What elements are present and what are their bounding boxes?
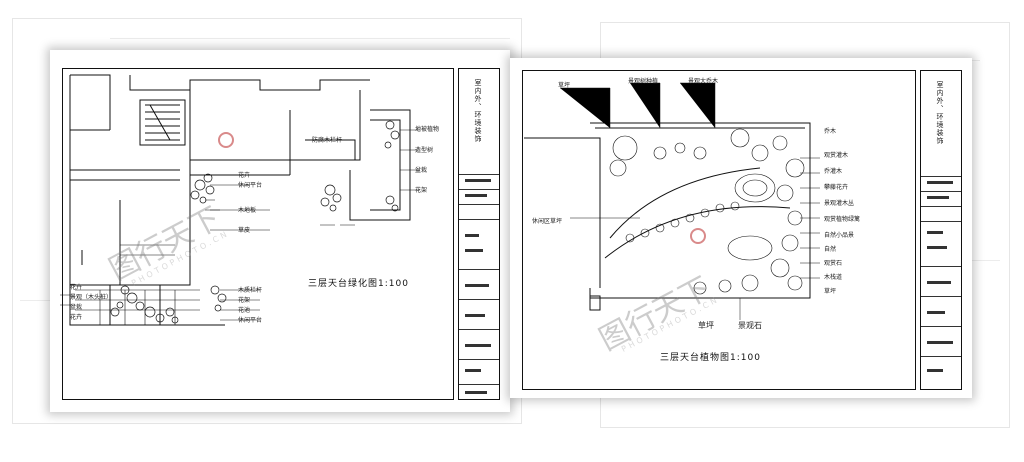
- label-flowers-left-2: 花卉: [70, 314, 83, 321]
- label-leisure-platform-2: 休闲平台: [238, 317, 263, 324]
- label-flowers: 花卉: [238, 172, 251, 179]
- label-landscape-stake: 景观（木头桩）: [70, 294, 113, 301]
- label-hedge: 观赏植物绿篱: [824, 216, 861, 223]
- drawing-sheet-left: 室内外、环境装饰: [50, 50, 510, 412]
- label-shrub: 乔灌木: [824, 168, 843, 175]
- label-landscape-stone: 景观石: [738, 321, 762, 330]
- label-ornamental-stone: 观赏石: [824, 260, 843, 267]
- label-lawn-bottom: 草坪: [698, 321, 714, 330]
- label-wood-railing: 木质栏杆: [238, 287, 263, 294]
- background-line: [970, 260, 1000, 261]
- label-lawn-top: 草坪: [558, 82, 571, 89]
- label-ornamental-shrub: 观赏灌木: [824, 152, 849, 159]
- label-arbor: 乔木: [824, 128, 837, 135]
- label-leisure-lawn: 休闲区草坪: [532, 218, 563, 225]
- label-potted: 盆栽: [415, 167, 428, 174]
- drawing-caption: 三层天台植物图1:100: [660, 353, 761, 363]
- title-block-title: 室内外、环境装饰: [936, 81, 944, 145]
- title-block: 室内外、环境装饰: [458, 68, 500, 400]
- label-climbing-flowers: 攀藤花卉: [824, 184, 849, 191]
- label-trellis: 花架: [415, 187, 428, 194]
- drawing-frame: [522, 70, 916, 390]
- label-leisure-platform: 休闲平台: [238, 182, 263, 189]
- label-potted-left: 盆栽: [70, 304, 83, 311]
- label-large-arbor: 景观大乔木: [688, 78, 719, 85]
- floor-plan-linework: [60, 74, 420, 326]
- label-wood-floor: 木地板: [238, 207, 257, 214]
- planting-plan-linework: [524, 82, 820, 320]
- background-line: [110, 38, 510, 39]
- title-block: 室内外、环境装饰: [920, 70, 962, 390]
- label-landscape-tree: 景观树种植: [628, 78, 659, 85]
- label-lawn-right: 草坪: [824, 288, 837, 295]
- label-boardwalk: 木栈道: [824, 274, 843, 281]
- label-natural-feature: 自然小品景: [824, 232, 855, 239]
- label-topiary: 造型树: [415, 147, 434, 154]
- watermark-seal-icon: [218, 132, 234, 148]
- drawing-sheet-right: 室内外、环境装饰: [510, 58, 972, 398]
- drawing-caption: 三层天台绿化图1:100: [308, 279, 409, 289]
- title-block-title: 室内外、环境装饰: [474, 79, 482, 143]
- label-natural: 自然: [824, 246, 837, 253]
- watermark-seal-icon: [690, 228, 706, 244]
- label-planter: 花池: [238, 307, 251, 314]
- label-shrub-cluster: 景观灌木丛: [824, 200, 855, 207]
- drawing-frame: [62, 68, 454, 400]
- label-lawn: 草皮: [238, 227, 251, 234]
- background-line: [20, 300, 60, 301]
- label-ground-cover: 地被植物: [415, 126, 440, 133]
- label-flowers-left: 花卉: [70, 284, 83, 291]
- label-railing: 防腐木栏杆: [312, 137, 343, 144]
- label-pergola: 花架: [238, 297, 251, 304]
